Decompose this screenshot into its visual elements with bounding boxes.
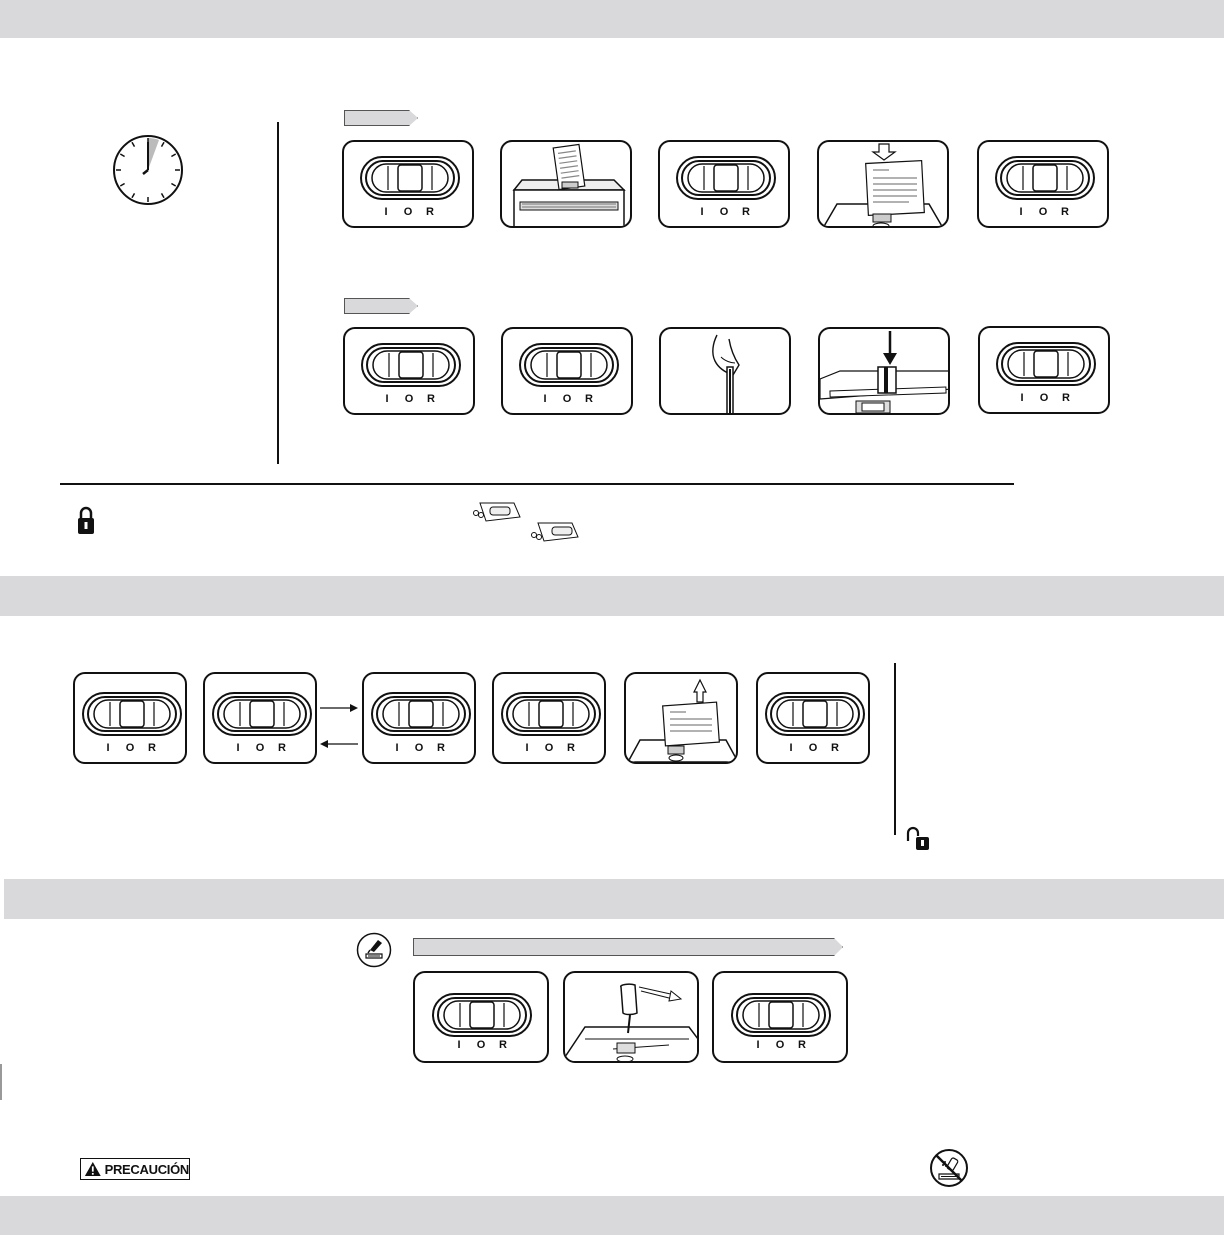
section-rule: [60, 483, 1014, 485]
lock-icon: [77, 505, 95, 535]
switch-icon: [519, 343, 619, 387]
no-aerosol-icon: [929, 1148, 969, 1188]
switch-lock-illustration-2: [528, 519, 580, 545]
switch-icon: [996, 342, 1096, 386]
paper-remove-panel: [624, 672, 738, 764]
section-header-band-3: [4, 879, 1224, 919]
shredder-feed-panel: [500, 140, 632, 228]
clock-icon: [112, 134, 184, 206]
section-divider: [894, 663, 896, 835]
switch-icon: [360, 156, 460, 200]
toggle-arrows: [318, 700, 360, 750]
oil-can-icon: [356, 932, 392, 968]
switch-icon: [676, 156, 776, 200]
paper-insert-panel: [817, 140, 949, 228]
step-tag-1: [344, 110, 418, 126]
section-header-band-4: [0, 1196, 1224, 1235]
caution-label: PRECAUCIÓN: [104, 1161, 190, 1177]
switch-icon: [361, 343, 461, 387]
section-header-band-1: [0, 0, 1224, 38]
switch-icon: [995, 156, 1095, 200]
warning-triangle-icon: [84, 1161, 101, 1177]
margin-mark: [0, 1064, 2, 1100]
caution-badge: PRECAUCIÓN: [80, 1158, 190, 1180]
unlock-icon: [905, 825, 931, 851]
switch-icon: [501, 692, 601, 736]
switch-icon: [432, 993, 532, 1037]
section-header-band-2: [0, 576, 1224, 616]
step-tag-3: [413, 938, 843, 956]
oiling-panel: [563, 971, 699, 1063]
switch-icon: [82, 692, 182, 736]
card-insert-panel: [818, 327, 950, 415]
section-divider: [277, 122, 279, 464]
switch-icon: [731, 993, 831, 1037]
step-tag-2: [344, 298, 418, 314]
switch-icon: [765, 692, 865, 736]
switch-lock-illustration-1: [470, 499, 522, 525]
switch-icon: [212, 692, 312, 736]
hand-cd-panel: [659, 327, 791, 415]
switch-icon: [371, 692, 471, 736]
